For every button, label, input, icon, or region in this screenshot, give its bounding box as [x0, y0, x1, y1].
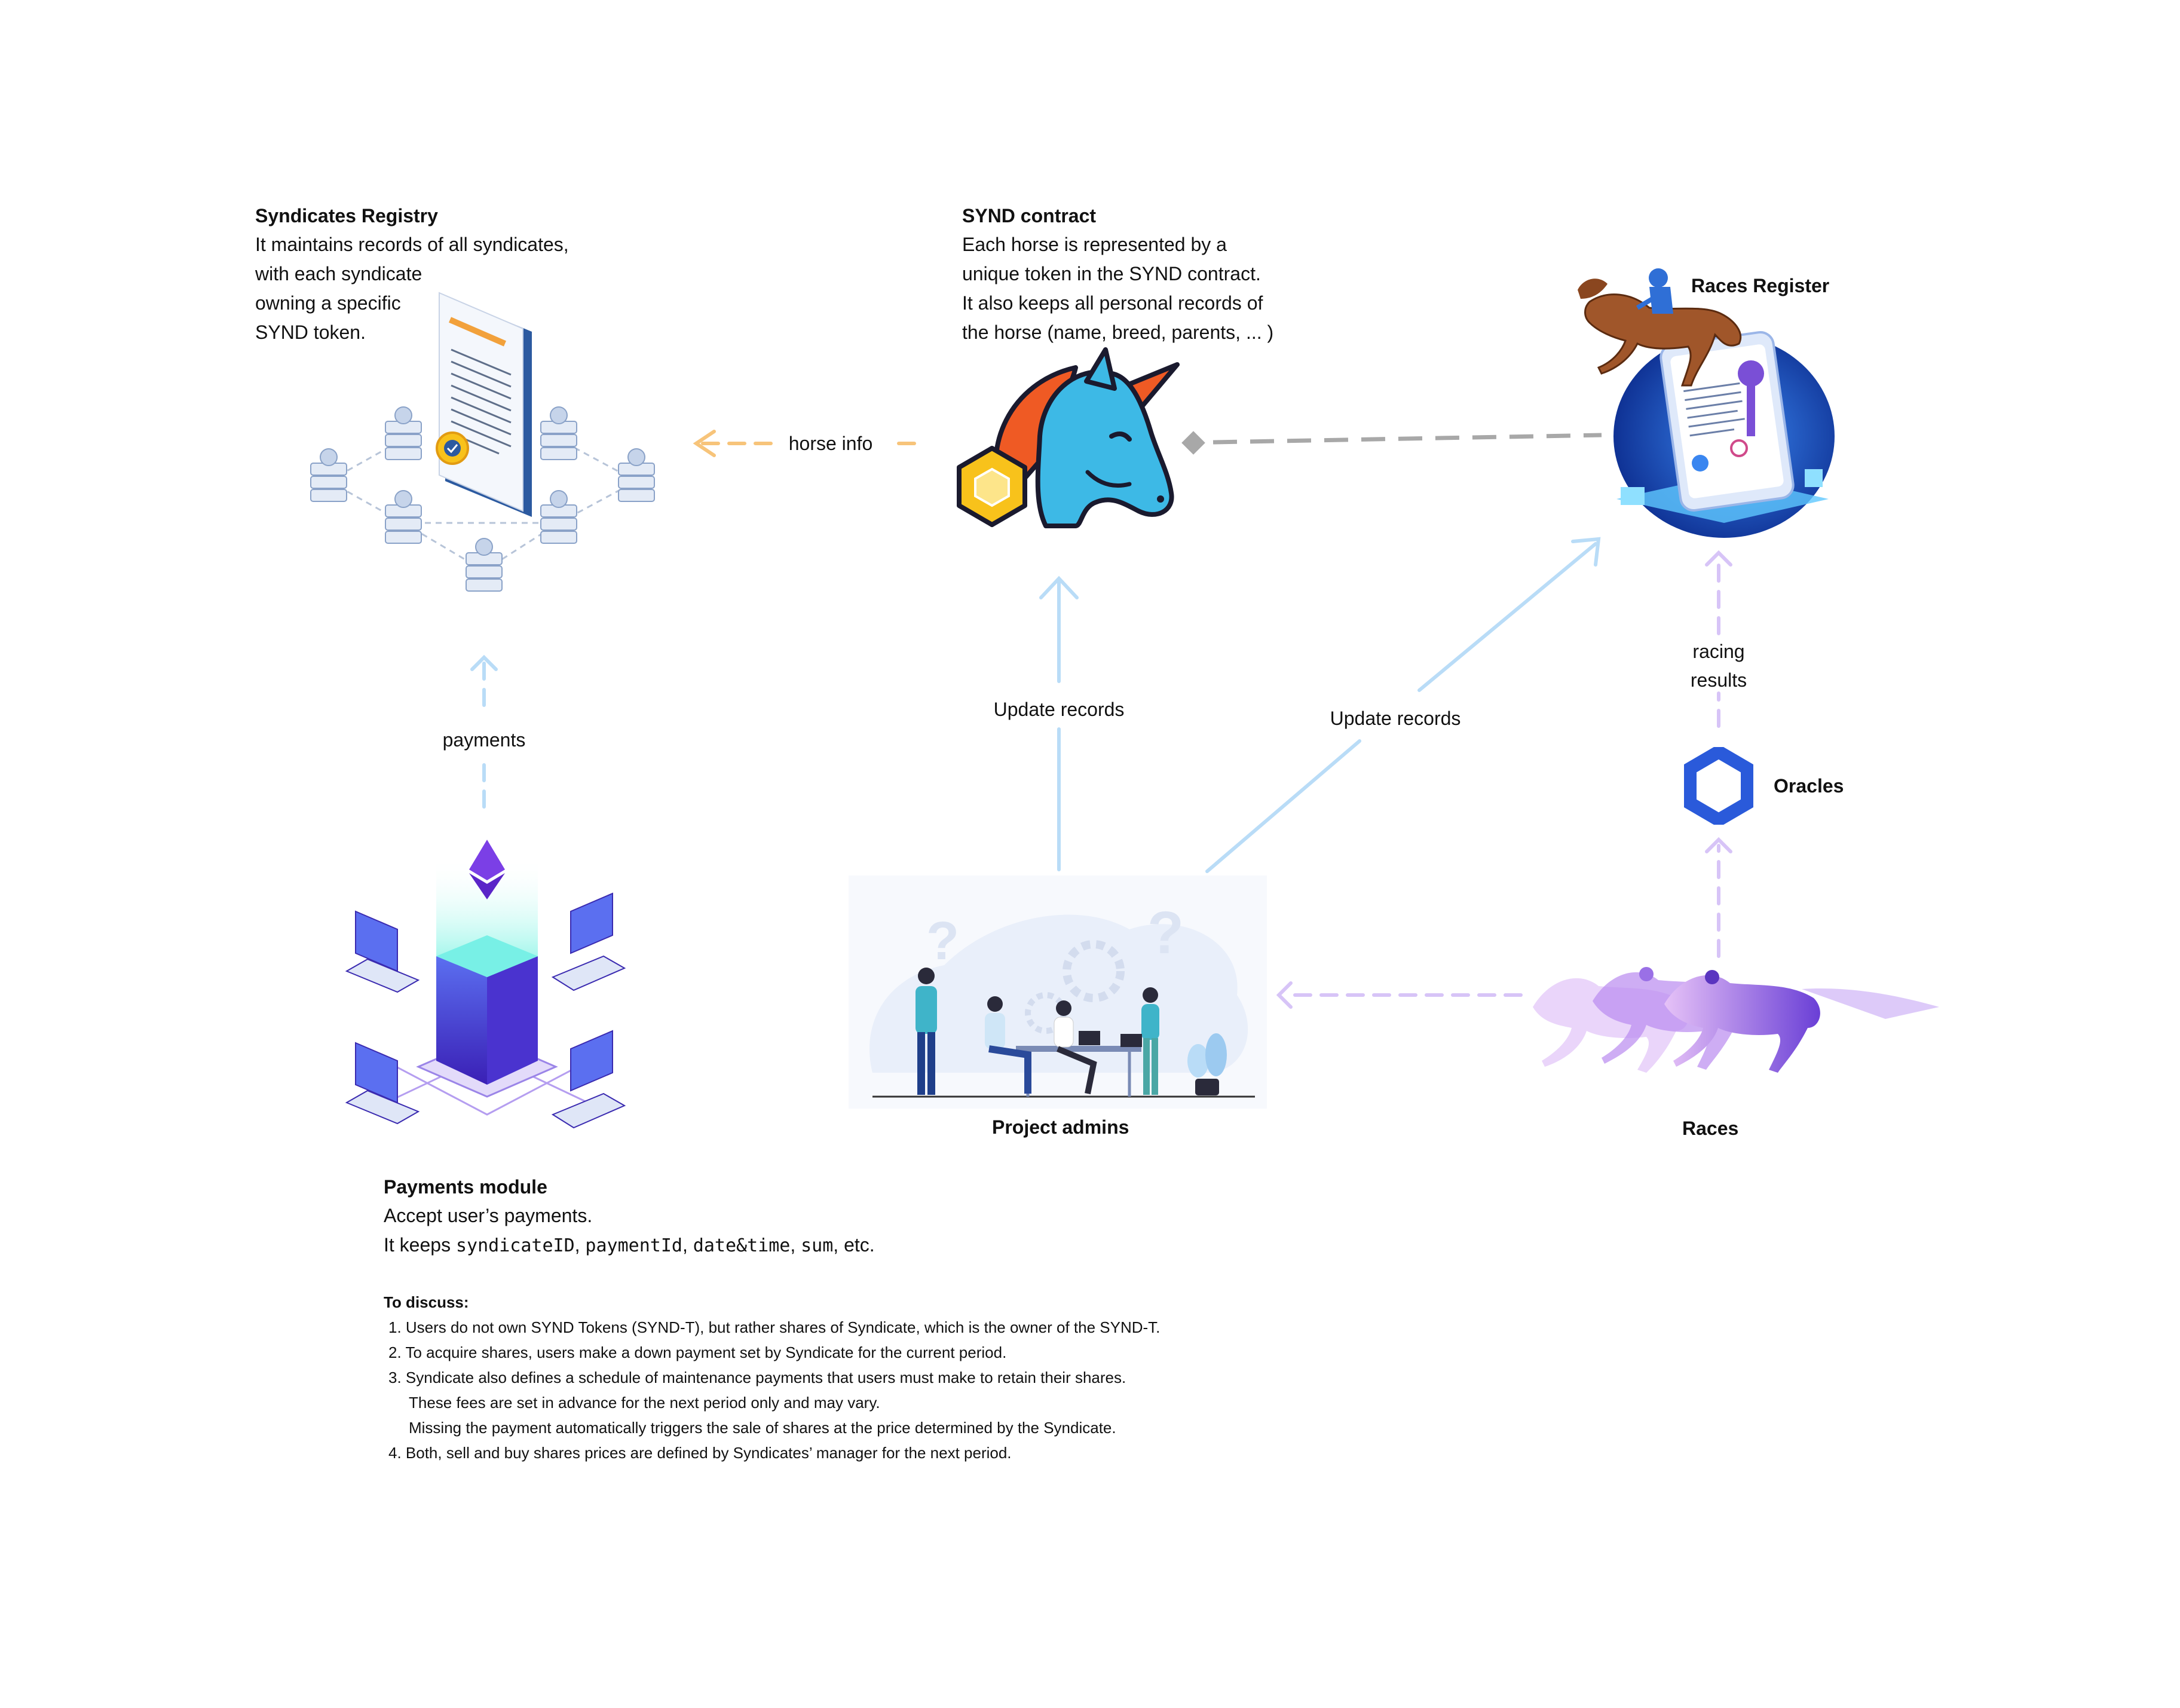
registry-link-line — [1181, 431, 1602, 455]
discussion-title: To discuss: — [384, 1293, 469, 1311]
admin-person-3 — [1054, 1000, 1100, 1094]
hexagon-chainlink-icon — [1684, 747, 1753, 825]
horse-info-label: horse info — [788, 433, 873, 454]
contract-document-icon — [436, 292, 532, 517]
discussion-item-continued: Missing the payment automatically trigge… — [409, 1419, 1116, 1437]
laptop-icon — [345, 892, 626, 1129]
unicorn-token-icon — [957, 347, 1180, 528]
synd-contract-text: SYND contract Each horse is represented … — [962, 201, 1380, 347]
field-separator: , — [790, 1234, 801, 1256]
races-to-admins-arrow — [1276, 981, 1523, 1009]
syndicates-registry-desc-1: It maintains records of all syndicates, — [255, 234, 569, 255]
discussion-item: 2. To acquire shares, users make a down … — [388, 1343, 1007, 1361]
discussion-item: 1. Users do not own SYND Tokens (SYND-T)… — [388, 1318, 1161, 1336]
syndicates-registry-desc-2: with each syndicate — [255, 263, 422, 284]
syndicates-registry-desc-3: owning a specific — [255, 292, 401, 314]
payments-module-title: Payments module — [384, 1176, 547, 1198]
field-separator: , — [574, 1234, 586, 1256]
synd-contract-title: SYND contract — [962, 205, 1097, 226]
racehorse-contract-icon — [1578, 268, 1835, 538]
update-records-label-2: Update records — [1330, 708, 1461, 729]
hexagon-token-icon — [957, 446, 1027, 527]
admin-person-1 — [916, 968, 937, 1095]
synd-contract-desc-2: unique token in the SYND contract. — [962, 263, 1261, 284]
project-admins-title: Project admins — [992, 1116, 1129, 1138]
plant-icon — [1187, 1033, 1227, 1095]
payments-arrow — [470, 654, 498, 809]
payments-module-desc-1: Accept user’s payments. — [384, 1205, 593, 1226]
admin-person-4 — [1120, 987, 1159, 1095]
synd-contract-desc-1: Each horse is represented by a — [962, 234, 1227, 255]
racing-results-label-2: results — [1690, 669, 1747, 691]
races-register-title: Races Register — [1691, 275, 1830, 296]
contract-network-icon — [310, 292, 655, 592]
syndicates-registry-desc-4: SYND token. — [255, 322, 366, 343]
field-payment-id: paymentId — [585, 1235, 682, 1256]
synd-contract-desc-3: It also keeps all personal records of — [962, 292, 1263, 314]
update-records-arrow-diagonal — [1205, 537, 1601, 873]
syndicates-registry-title: Syndicates Registry — [255, 205, 438, 226]
oracles-title: Oracles — [1774, 775, 1844, 797]
syndicates-registry-text: Syndicates Registry It maintains records… — [255, 201, 626, 347]
running-horses-icon — [1533, 967, 1939, 1073]
field-syndicate-id: syndicateID — [455, 1235, 575, 1256]
admin-person-2 — [985, 996, 1031, 1094]
jockey-horse-icon — [1578, 268, 1742, 387]
svg-text:?: ? — [1147, 899, 1184, 966]
field-separator: , — [682, 1234, 693, 1256]
team-meeting-icon: ? ? — [849, 876, 1267, 1109]
synd-contract-desc-4: the horse (name, breed, parents, ... ) — [962, 322, 1274, 343]
discussion-item: 4. Both, sell and buy shares prices are … — [388, 1444, 1012, 1462]
field-sum: sum — [801, 1235, 834, 1256]
racing-results-arrow — [1705, 550, 1732, 728]
update-records-label-1: Update records — [993, 699, 1125, 720]
field-date-time: date&time — [693, 1235, 791, 1256]
payments-keeps-prefix: It keeps — [384, 1234, 456, 1256]
races-to-oracles-arrow — [1705, 837, 1732, 958]
discussion-item-continued: These fees are set in advance for the ne… — [409, 1394, 880, 1412]
discussion-block: To discuss: 1. Users do not own SYND Tok… — [384, 1290, 1340, 1465]
payments-label: payments — [442, 729, 526, 751]
server-stack — [310, 406, 655, 592]
payments-module-text: Payments module Accept user’s payments. … — [384, 1173, 1101, 1260]
svg-text:?: ? — [926, 911, 959, 971]
ethereum-icon — [469, 840, 505, 899]
racing-results-label-1: racing — [1692, 641, 1745, 662]
races-title: Races — [1682, 1118, 1739, 1139]
ethereum-server-icon — [345, 840, 626, 1129]
horse-info-arrow — [693, 430, 916, 457]
discussion-item: 3. Syndicate also defines a schedule of … — [388, 1369, 1126, 1386]
payments-keeps-suffix: , etc. — [833, 1234, 875, 1256]
update-records-arrow-vertical — [1039, 576, 1079, 871]
payments-module-desc-2: It keeps syndicateID, paymentId, date&ti… — [384, 1231, 1101, 1260]
